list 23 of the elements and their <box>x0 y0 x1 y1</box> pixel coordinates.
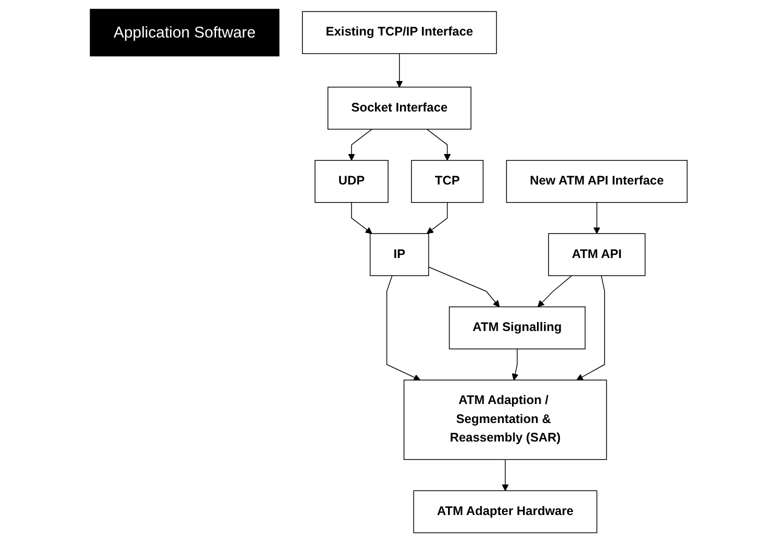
node-box: Socket Interface <box>328 86 472 130</box>
node-box: Application Software <box>90 8 280 56</box>
node-box: New ATM API Interface <box>506 160 688 203</box>
arrow <box>351 202 373 234</box>
node-box: TCP <box>411 160 484 203</box>
arrow <box>426 202 448 234</box>
arrow <box>348 128 373 161</box>
node-box: UDP <box>314 160 389 203</box>
node-box: IP <box>370 233 430 276</box>
arrow <box>538 275 572 308</box>
node-box: ATM Signalling <box>449 306 586 350</box>
arrow <box>396 53 404 88</box>
arrow <box>386 275 421 381</box>
arrow <box>576 275 606 380</box>
arrow <box>502 459 509 491</box>
arrow <box>594 202 601 234</box>
node-box: ATM API <box>548 233 646 276</box>
node-box: ATM Adaption / Segmentation & Reassembly (SAR) <box>404 380 608 460</box>
node-box: Existing TCP/IP Interface <box>302 11 498 54</box>
arrow <box>428 266 500 308</box>
arrow <box>426 128 452 161</box>
node-box: ATM Adapter Hardware <box>414 490 598 534</box>
arrow <box>512 348 519 380</box>
